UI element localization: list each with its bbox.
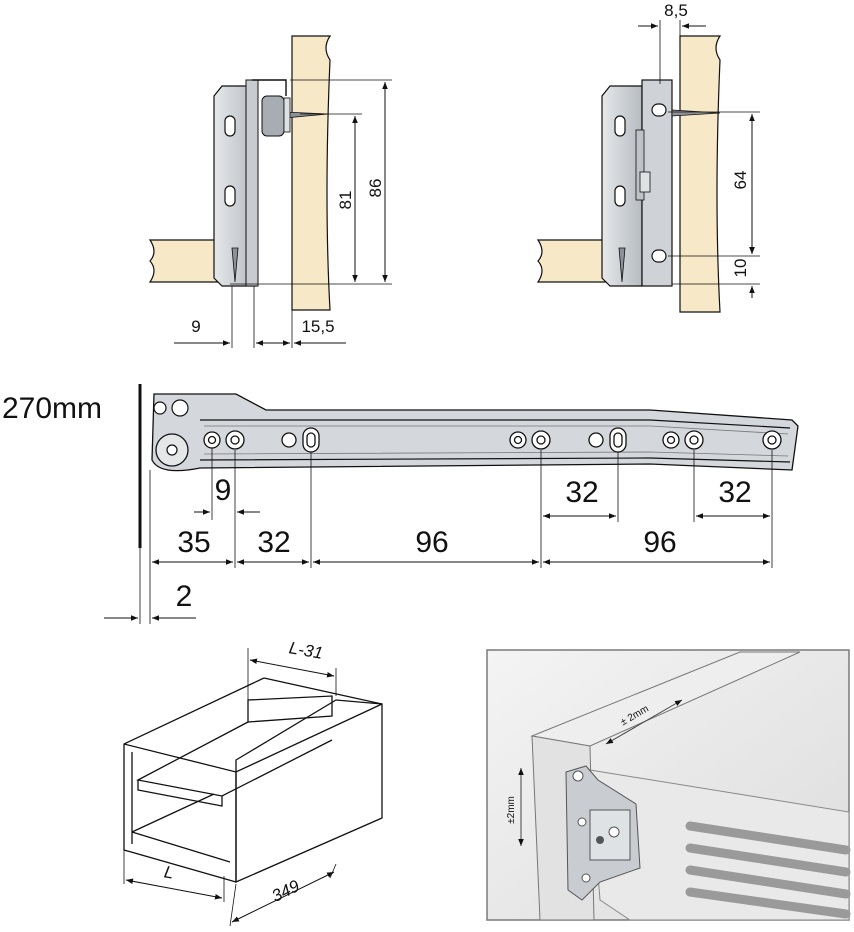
dim-label-l-minus-31: L-31: [288, 638, 325, 663]
screw-icon: [618, 247, 626, 283]
side-panel-right: [679, 35, 722, 313]
slot-icon: [224, 115, 236, 137]
runner-view: 270mm: [2, 384, 799, 624]
detail-photo: ± 2mm ±2mm: [486, 649, 851, 921]
dim-label-15-5: 15,5: [301, 317, 334, 336]
tolerance-label-vertical: ±2mm: [506, 796, 517, 824]
dim-label-l: L: [163, 862, 176, 882]
dim-label-2: 2: [176, 580, 193, 613]
dim-label-9: 9: [215, 474, 232, 507]
shelf-board-right: [536, 239, 611, 283]
screw-icon: [671, 109, 721, 117]
hole-icon: [153, 401, 167, 415]
slot-icon: [614, 115, 626, 137]
dim-label-81: 81: [336, 191, 355, 210]
dim-label-96-b: 96: [643, 526, 676, 559]
dim-label-9-top: 9: [191, 317, 200, 336]
top-left-bracket-view: 86 81 9 15,5: [148, 35, 392, 348]
side-panel-left: [291, 35, 332, 311]
runner-length-label: 270mm: [2, 392, 102, 425]
dim-label-10: 10: [731, 259, 750, 278]
dim-label-8-5: 8,5: [664, 1, 688, 20]
screw-icon: [231, 247, 239, 283]
dim-label-32-c: 32: [718, 476, 751, 509]
slot-icon: [651, 249, 667, 263]
dim-label-86: 86: [366, 179, 385, 198]
dim-label-349: 349: [269, 876, 303, 906]
slot-icon: [614, 185, 626, 207]
hole-icon: [171, 399, 189, 417]
dim-label-32-a: 32: [257, 526, 290, 559]
runner-holes: [203, 427, 782, 453]
dim-label-35: 35: [177, 526, 210, 559]
slot-icon: [651, 103, 667, 117]
top-right-bracket-view: 8,5 64 10: [536, 1, 760, 313]
dim-label-96-a: 96: [415, 526, 448, 559]
drawer-box-view: [123, 648, 383, 927]
screw-head-icon: [261, 95, 285, 137]
bracket-flange-left: [245, 79, 259, 287]
dim-label-32-b: 32: [565, 476, 598, 509]
dim-label-64: 64: [731, 171, 750, 190]
slot-icon: [224, 185, 236, 207]
shelf-board-left: [148, 239, 223, 283]
